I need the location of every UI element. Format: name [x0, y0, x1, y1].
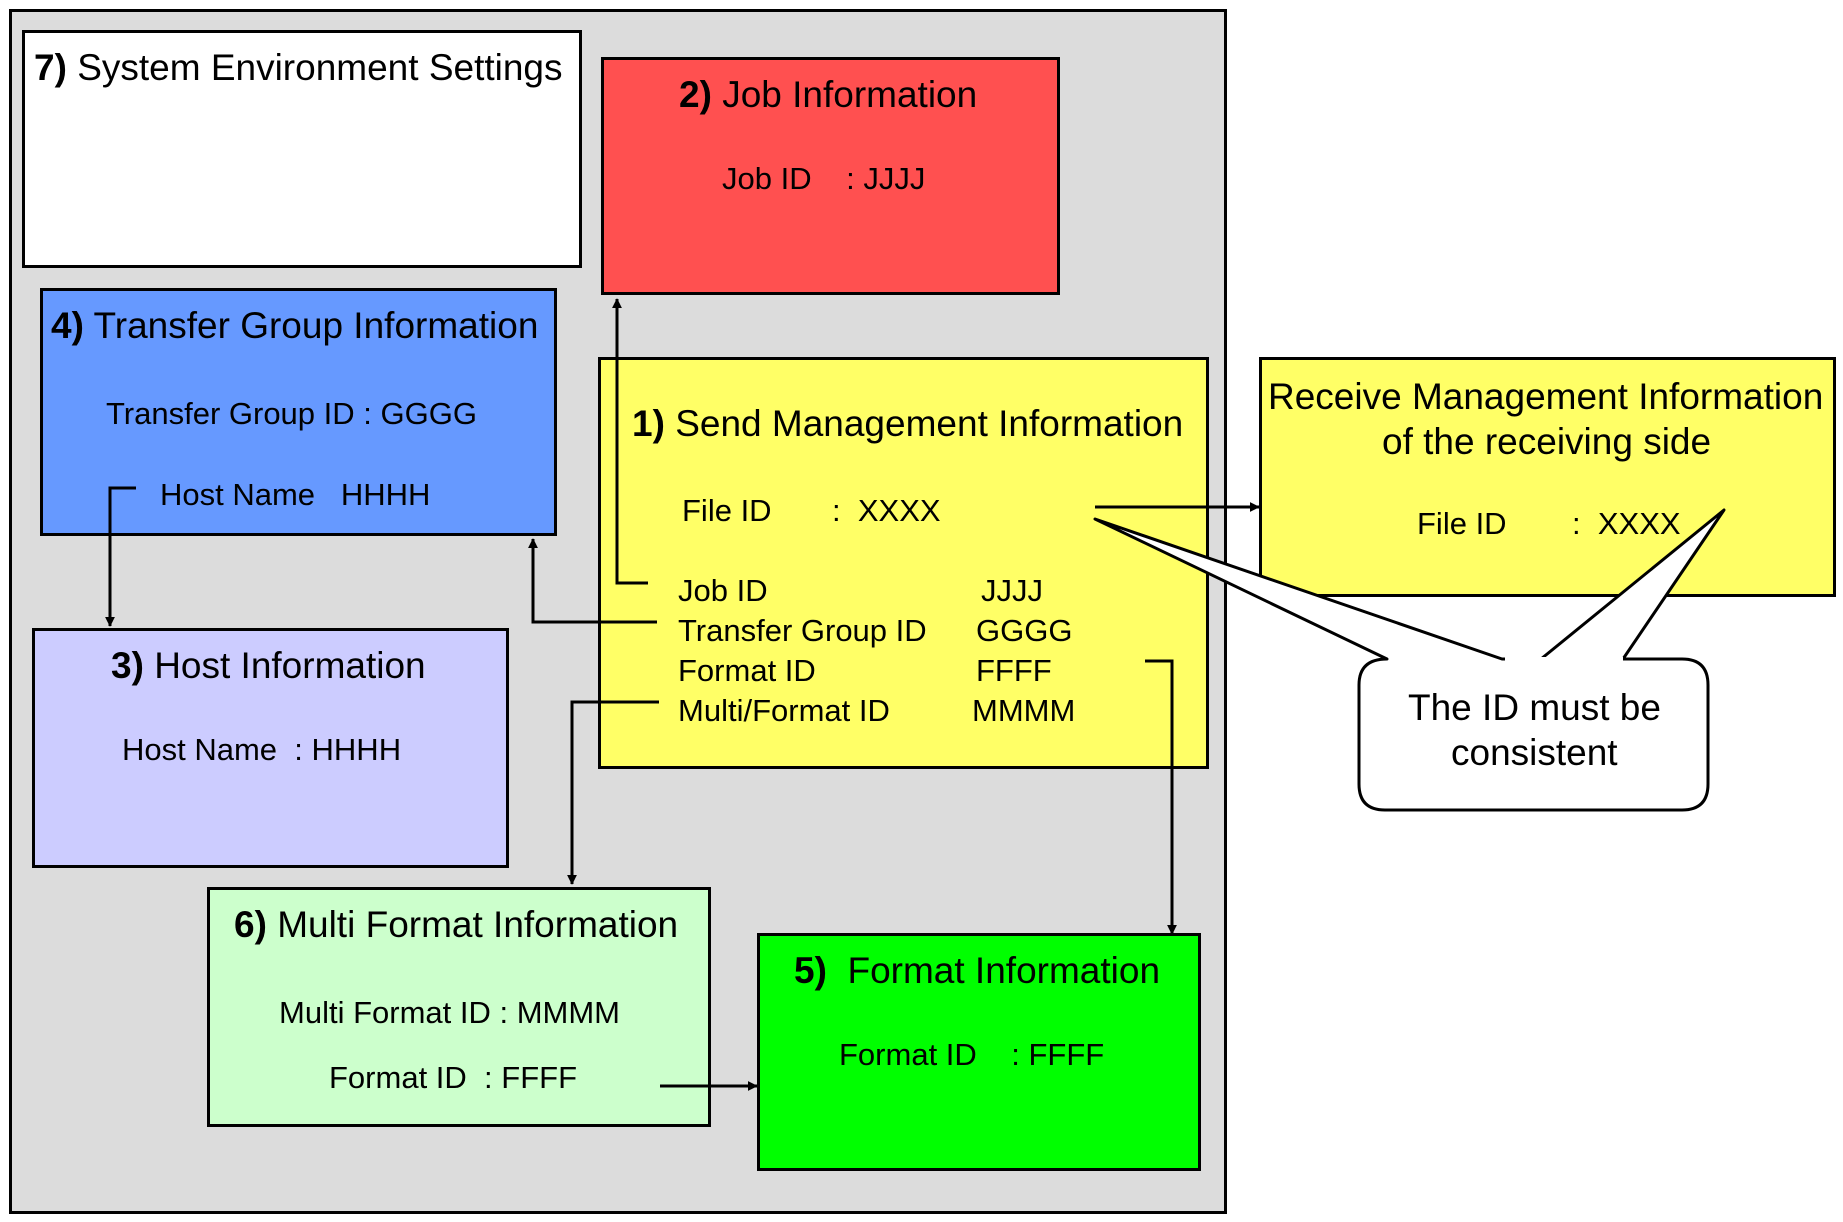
receive-mgmt-title-1: Receive Management Information: [1268, 376, 1824, 417]
format-info-num: 5): [794, 950, 827, 991]
system-env-num: 7): [34, 47, 67, 88]
host-info-title: 3) Host Information: [111, 647, 426, 684]
receive-mgmt-title-2: of the receiving side: [1382, 421, 1712, 462]
format-info-title: 5) Format Information: [794, 952, 1160, 989]
callout-pointer-right-edge: [1540, 508, 1726, 661]
job-info-num: 2): [679, 74, 712, 115]
format-info-box: 5) Format Information Format ID : FFFF: [757, 933, 1201, 1171]
arrow-to-host-info: [105, 486, 136, 627]
send-mgmt-row-label: Transfer Group ID: [678, 613, 927, 648]
format-info-field: Format ID : FFFF: [839, 1037, 1105, 1072]
multi-format-info-title: 6) Multi Format Information: [234, 906, 678, 943]
callout-text-1: The ID must be: [1408, 687, 1661, 728]
job-info-label: Job Information: [722, 74, 978, 115]
send-mgmt-row-label: Job ID: [678, 573, 768, 608]
send-mgmt-row-value: MMMM: [972, 693, 1076, 728]
arrow-to-job-info: [612, 298, 648, 585]
callout-bubble: [1093, 517, 1710, 812]
receive-mgmt-file-id: File ID: XXXX: [1417, 506, 1681, 541]
receive-mgmt-box: Receive Management Information of the re…: [1259, 357, 1836, 597]
host-info-num: 3): [111, 645, 144, 686]
system-env-title: 7) System Environment Settings: [34, 49, 563, 86]
transfer-group-host-field: Host Name HHHH: [160, 477, 431, 512]
transfer-group-info-label: Transfer Group Information: [93, 305, 539, 346]
send-mgmt-row-value: JJJJ: [981, 573, 1043, 608]
send-mgmt-file-id: File ID: XXXX: [682, 493, 941, 528]
send-mgmt-box: 1) Send Management Information File ID: …: [598, 357, 1209, 769]
multi-format-info-box: 6) Multi Format Information Multi Format…: [207, 887, 711, 1127]
send-mgmt-label: Send Management Information: [675, 403, 1184, 444]
multi-format-id-field: Multi Format ID : MMMM: [279, 995, 620, 1030]
multi-format-info-label: Multi Format Information: [277, 904, 679, 945]
send-mgmt-num: 1): [632, 403, 665, 444]
job-info-title: 2) Job Information: [679, 76, 977, 113]
send-mgmt-title: 1) Send Management Information: [632, 405, 1183, 442]
format-info-label: Format Information: [847, 950, 1161, 991]
arrow-to-format-info: [1145, 659, 1177, 935]
send-mgmt-row-value: GGGG: [976, 613, 1073, 648]
send-mgmt-row-label: Format ID: [678, 653, 816, 688]
host-info-label: Host Information: [154, 645, 426, 686]
transfer-group-info-num: 4): [51, 305, 84, 346]
send-mgmt-row-value: FFFF: [976, 653, 1052, 688]
multi-format-format-field: Format ID : FFFF: [329, 1060, 578, 1095]
transfer-group-info-title: 4) Transfer Group Information: [51, 307, 538, 344]
host-info-box: 3) Host Information Host Name : HHHH: [32, 628, 509, 868]
arrow-to-multi-format-info: [567, 700, 659, 885]
system-env-label: System Environment Settings: [77, 47, 563, 88]
multi-format-info-num: 6): [234, 904, 267, 945]
job-info-box: 2) Job Information Job ID : JJJJ: [601, 57, 1060, 295]
transfer-group-id-field: Transfer Group ID : GGGG: [106, 396, 477, 431]
send-mgmt-row-label: Multi/Format ID: [678, 693, 890, 728]
arrow-to-transfer-group-info: [528, 538, 657, 624]
job-info-field: Job ID : JJJJ: [722, 161, 926, 196]
system-env-box: 7) System Environment Settings: [22, 30, 582, 268]
callout-text-2: consistent: [1451, 732, 1618, 773]
transfer-group-info-box: 4) Transfer Group Information Transfer G…: [40, 288, 557, 536]
host-info-field: Host Name : HHHH: [122, 732, 402, 767]
